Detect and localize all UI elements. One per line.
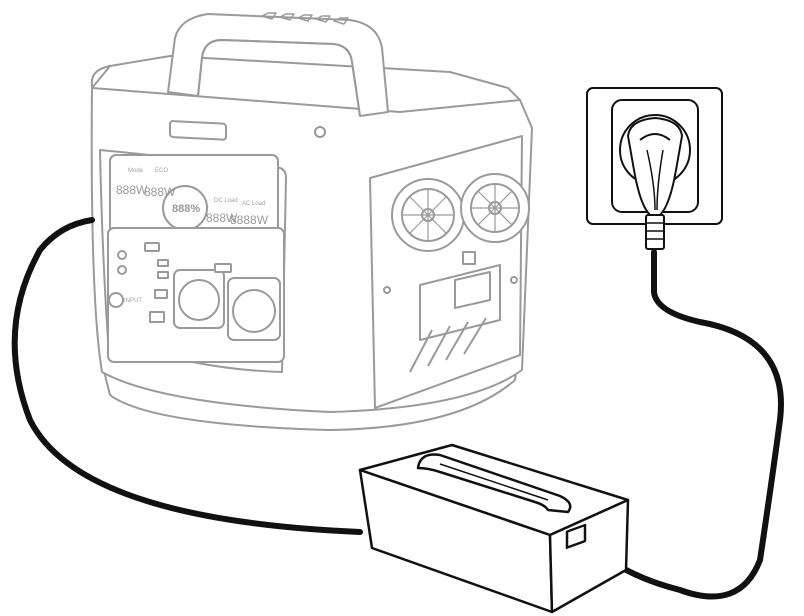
mode-label: Mode xyxy=(128,168,144,174)
power-station xyxy=(90,12,533,431)
input-watts: 888W xyxy=(116,183,148,197)
adapter-port xyxy=(565,523,587,549)
plug-icon xyxy=(627,117,683,250)
fan-icon xyxy=(391,178,465,252)
handle-grip xyxy=(261,12,349,25)
plug-to-adapter-cable xyxy=(582,249,784,600)
adapter-side xyxy=(548,498,630,614)
power-button xyxy=(108,292,124,308)
battery-percent: 888% xyxy=(172,203,200,215)
plug-head xyxy=(627,117,683,216)
fan-icon xyxy=(460,173,530,243)
input-port xyxy=(149,311,165,323)
lcd-readouts: Mode ECO 888W 888W 888% DC Load AC Load … xyxy=(116,168,269,304)
ac-adapter-icon xyxy=(358,443,630,614)
output-watts: 888W xyxy=(144,185,176,199)
eco-label: ECO xyxy=(155,168,168,174)
input-label: INPUT xyxy=(124,298,142,304)
plug-strain-relief xyxy=(645,214,665,250)
side-vents xyxy=(409,251,501,373)
ac-watts: 8888W xyxy=(230,213,269,227)
dc-watts: 888W xyxy=(206,211,238,225)
top-slot xyxy=(169,120,227,141)
station-to-adapter-cable xyxy=(11,217,363,535)
ac-load-label: AC Load xyxy=(242,201,265,207)
dc-load-label: DC Load xyxy=(214,198,238,204)
